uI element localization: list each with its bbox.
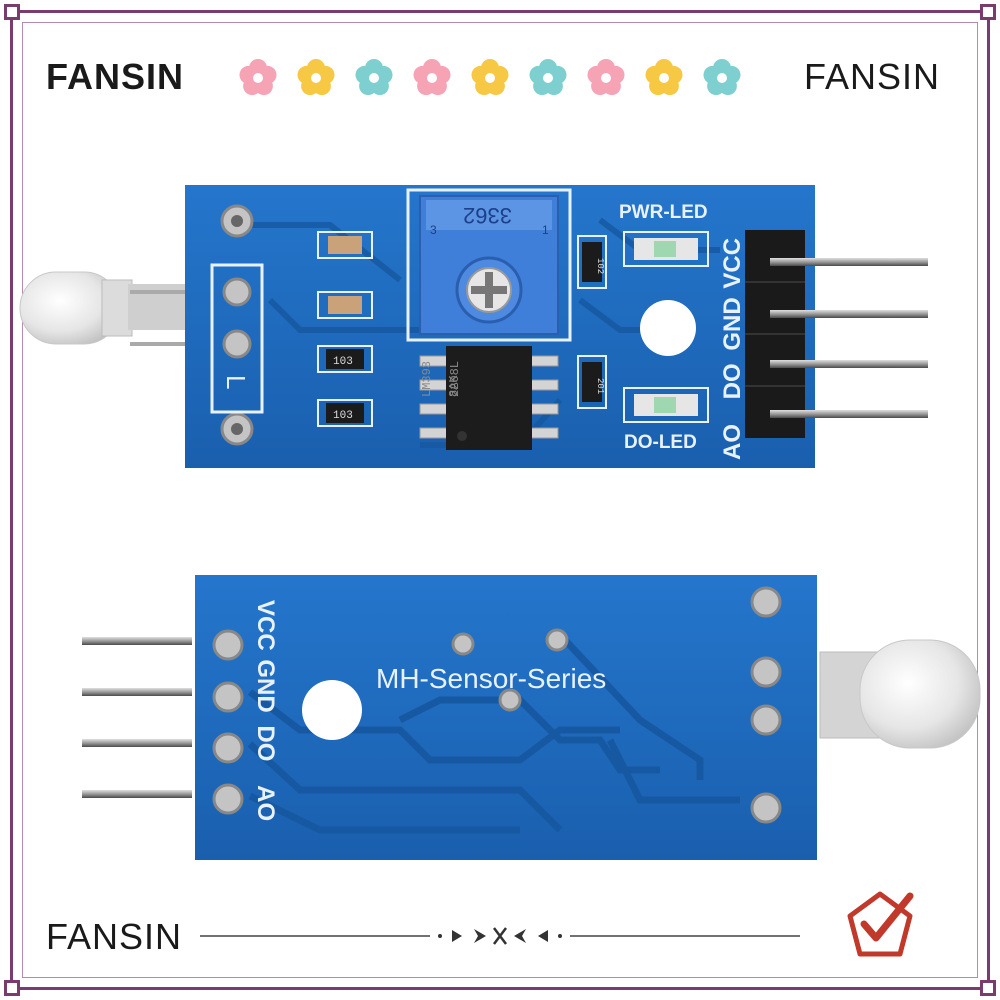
front-header [745,230,928,438]
svg-text:VCC GND DO: VCC GND DO AO [252,600,279,821]
pot-label: 3362 [463,203,512,228]
front-pin-label-ao: AO [719,424,746,460]
brand-label-top-right: FANSIN [803,56,940,97]
ir-led-front [19,271,230,346]
flower-decoration-row [239,59,741,96]
front-pin-label-vcc: VCC [719,238,746,289]
mounting-hole-back [302,680,362,740]
do-led [623,387,709,423]
back-board: MH-Sensor-Series VCC GND DO AO [82,575,981,860]
flower-icon [413,59,451,96]
pot-mark-3: 3 [430,223,437,237]
front-pin-label-do: DO [719,363,746,399]
resistor-label-2: 103 [333,410,353,422]
resistor-label-4: 201 [595,378,605,394]
flower-icon [297,59,335,96]
front-board: L 103 103 102 201 [19,185,928,468]
divider-ornament-icon [438,927,562,945]
resistor-r2: 103 [317,399,373,427]
potentiometer: 3362 3 1 [406,188,572,342]
corner-ornament-bottom-right [980,980,996,996]
flower-icon [645,59,683,96]
pwr-led-label: PWR-LED [619,202,708,223]
sensor-mark: L [221,375,251,389]
corner-ornament-top-left [4,4,20,20]
corner-ornament-bottom-left [4,980,20,996]
do-led-label: DO-LED [624,432,697,453]
pot-mark-1: 1 [542,223,549,237]
back-pin-label-vcc: VCC [252,600,279,651]
series-label: MH-Sensor-Series [376,663,606,694]
corner-ornament-top-right [980,4,996,20]
resistor-r3: 102 [577,235,607,289]
svg-text:AO DO GND: AO DO GND VCC [719,238,746,460]
chip-line-3: 2208L [448,361,462,397]
checkmark-stamp-icon [847,891,914,957]
flower-icon [239,59,277,96]
resistor-r4: 201 [577,355,607,409]
back-pin-label-ao: AO [252,785,279,821]
power-led [623,231,709,267]
comparator-chip: LM393 8AK 2208L [419,346,559,450]
back-pin-label-gnd: GND [252,659,279,712]
chip-line-2: 8AK [447,375,461,397]
outer-frame [10,10,990,990]
flower-icon [529,59,567,96]
flower-icon [587,59,625,96]
chip-line-1: LM393 [420,361,434,397]
flower-icon [355,59,393,96]
flower-icon [703,59,741,96]
brand-label-bottom-left: FANSIN [46,916,183,957]
mounting-hole-front [640,300,696,356]
brand-label-top-left: FANSIN [46,56,185,97]
inner-frame [22,22,978,978]
ir-led-back [819,639,981,749]
back-pcb [195,575,817,860]
front-pin-label-gnd: GND [719,297,746,350]
resistor-r1: 103 [317,345,373,373]
back-pin-label-do: DO [252,725,279,761]
back-header-pins [82,637,192,798]
resistor-label-1: 103 [333,356,353,368]
resistor-label-3: 102 [595,258,605,274]
ornament-divider [200,935,800,937]
flower-icon [471,59,509,96]
